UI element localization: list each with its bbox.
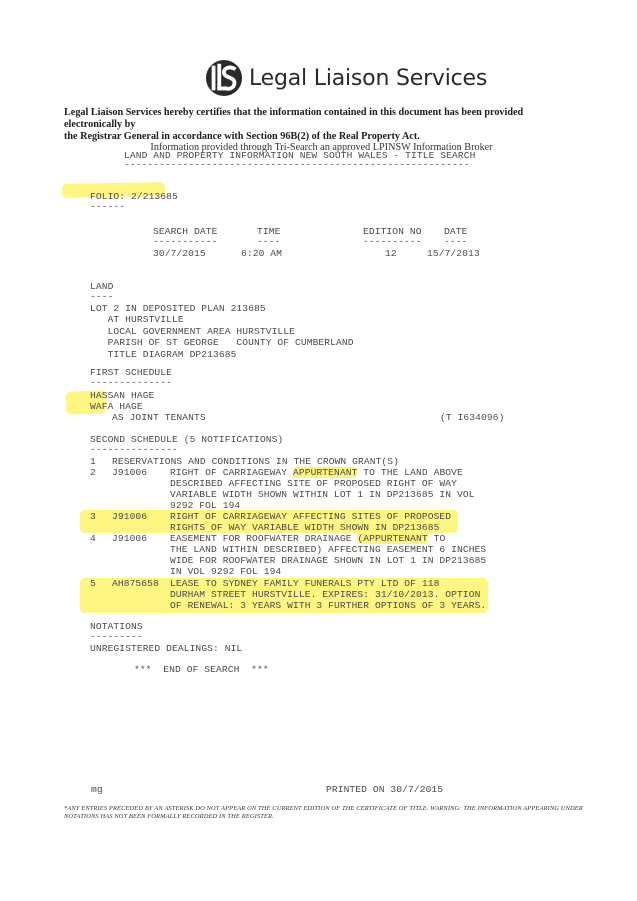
- entry-text: WIDE FOR ROOFWATER DRAINAGE SHOWN IN LOT…: [170, 555, 487, 566]
- broker-note: Information provided through Tri-Search …: [150, 142, 493, 154]
- value-time: 6:20 AM: [241, 248, 283, 259]
- entry-reference: J91006: [112, 467, 148, 478]
- first-schedule-rule: --------------: [90, 377, 173, 388]
- entry-text: VARIABLE WIDTH SHOWN WITHIN LOT 1 IN DP2…: [170, 489, 475, 500]
- entry-number: 3: [90, 511, 96, 522]
- header-time: TIME: [257, 226, 281, 237]
- entry-text: RIGHT OF CARRIAGEWAY APPURTENANT TO THE …: [170, 467, 463, 478]
- land-line: LOT 2 IN DEPOSITED PLAN 213685: [90, 303, 266, 314]
- certification-line-1: Legal Liaison Services hereby certifies …: [64, 107, 524, 130]
- value-search-date: 30/7/2015: [153, 248, 206, 259]
- footer-disclaimer: *Any entries preceded by an asterisk do …: [64, 805, 583, 820]
- tenancy-type: AS JOINT TENANTS: [112, 412, 206, 423]
- unregistered-dealings: UNREGISTERED DEALINGS: NIL: [90, 643, 243, 654]
- header-date: DATE: [444, 226, 468, 237]
- folio-rule: ------: [90, 201, 126, 212]
- owner-name: WAFA HAGE: [90, 401, 143, 412]
- land-rule: ----: [90, 291, 114, 302]
- certification-block: Legal Liaison Services hereby certifies …: [64, 107, 579, 154]
- header-search-date: SEARCH DATE: [153, 226, 218, 237]
- rule-edition-no: ----------: [363, 236, 422, 247]
- entry-number: 5: [90, 578, 96, 589]
- header-edition-no: EDITION NO: [363, 226, 422, 237]
- printed-date: PRINTED ON 30/7/2015: [326, 784, 444, 795]
- entry-text: DESCRIBED AFFECTING SITE OF PROPOSED RIG…: [170, 478, 458, 489]
- value-edition-no: 12: [385, 248, 397, 259]
- search-title-rule: ----------------------------------------…: [124, 159, 470, 170]
- operator-initials: mg: [91, 784, 103, 795]
- second-schedule-rule: ---------------: [90, 444, 178, 455]
- entry-number: 1: [90, 456, 96, 467]
- entry-text: DURHAM STREET HURSTVILLE. EXPIRES: 31/10…: [170, 589, 481, 600]
- land-heading: LAND: [90, 281, 114, 292]
- highlight-entry-3: [80, 510, 458, 533]
- entry-text: OF RENEWAL: 3 YEARS WITH 3 FURTHER OPTIO…: [170, 600, 487, 611]
- notations-heading: NOTATIONS: [90, 621, 143, 632]
- entry-text: EASEMENT FOR ROOFWATER DRAINAGE (APPURTE…: [170, 533, 446, 544]
- dealing-reference: (T I634096): [440, 412, 505, 423]
- notations-rule: ---------: [90, 631, 143, 642]
- brand-header: Legal Liaison Services: [205, 58, 487, 98]
- owner-name: HASSAN HAGE: [90, 390, 155, 401]
- highlight-entry-5: [80, 578, 488, 613]
- entry-reference: J91006: [112, 511, 148, 522]
- first-schedule-heading: FIRST SCHEDULE: [90, 367, 173, 378]
- value-date: 15/7/2013: [427, 248, 480, 259]
- entry-text: 9292 FOL 194: [170, 500, 241, 511]
- highlighted-term: (APPURTENANT: [357, 533, 428, 544]
- land-description: LOT 2 IN DEPOSITED PLAN 213685 AT HURSTV…: [90, 303, 354, 360]
- entry-text: LEASE TO SYDNEY FAMILY FUNERALS PTY LTD …: [170, 578, 440, 589]
- entry-text: IN VOL 9292 FOL 194: [170, 566, 282, 577]
- rule-time: ----: [257, 236, 281, 247]
- lls-monogram-icon: [205, 59, 243, 97]
- folio-label: FOLIO: 2/213685: [90, 191, 178, 202]
- certification-line-2: the Registrar General in accordance with…: [64, 130, 420, 142]
- entry-text: RIGHTS OF WAY VARIABLE WIDTH SHOWN IN DP…: [170, 522, 440, 533]
- entry-number: 4: [90, 533, 96, 544]
- end-of-search: *** END OF SEARCH ***: [134, 664, 269, 675]
- land-line: LOCAL GOVERNMENT AREA HURSTVILLE: [90, 325, 296, 337]
- rule-date: ----: [444, 236, 468, 247]
- search-title: LAND AND PROPERTY INFORMATION NEW SOUTH …: [124, 150, 476, 161]
- entry-reference: J91006: [112, 533, 148, 544]
- entry-number: 2: [90, 467, 96, 478]
- land-line: AT HURSTVILLE: [90, 314, 184, 326]
- entry-text: RESERVATIONS AND CONDITIONS IN THE CROWN…: [112, 456, 400, 467]
- highlighted-term: APPURTENANT: [293, 467, 358, 478]
- entry-text: RIGHT OF CARRIAGEWAY AFFECTING SITES OF …: [170, 511, 452, 522]
- rule-search-date: -----------: [153, 236, 218, 247]
- brand-name: Legal Liaison Services: [249, 65, 488, 91]
- land-line: PARISH OF ST GEORGE COUNTY OF CUMBERLAND: [90, 337, 354, 349]
- entry-reference: AH875658: [112, 578, 159, 589]
- second-schedule-heading: SECOND SCHEDULE (5 NOTIFICATIONS): [90, 434, 284, 445]
- entry-text: THE LAND WITHIN DESCRIBED) AFFECTING EAS…: [170, 544, 487, 555]
- land-line: TITLE DIAGRAM DP213685: [90, 348, 237, 360]
